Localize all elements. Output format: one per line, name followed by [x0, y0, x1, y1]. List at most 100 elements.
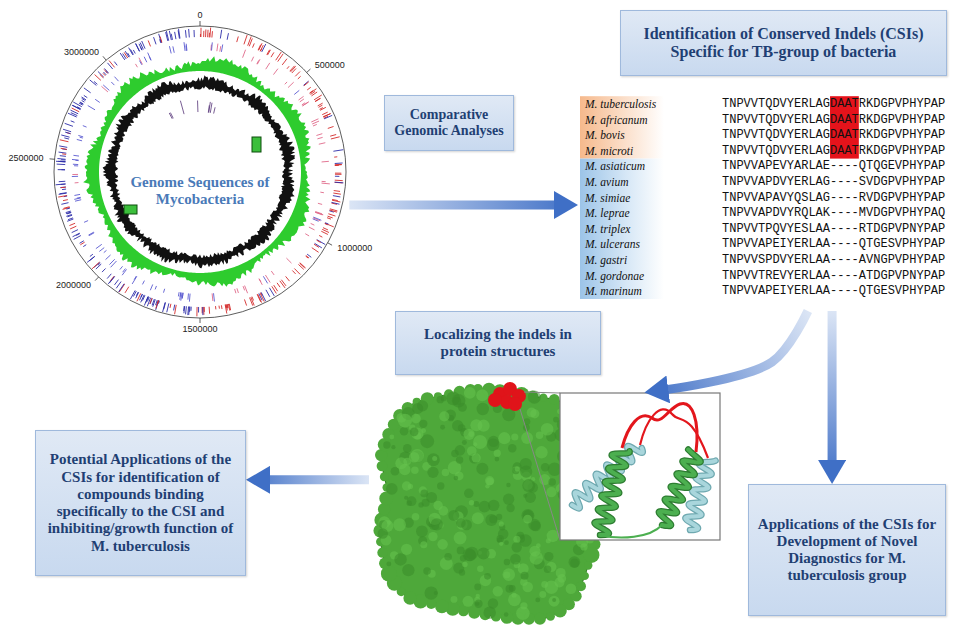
decor-line [304, 82, 309, 86]
sequence-row: TNPVVTQDVYERLAGDAATRKDGPVPHYPAP [722, 113, 945, 127]
decor-line [155, 286, 156, 289]
decor-circle [508, 444, 516, 452]
genome-map [50, 21, 346, 323]
decor-line [228, 304, 229, 311]
decor-path [659, 450, 701, 526]
decor-circle [534, 613, 546, 625]
species-name: M. simiae [585, 192, 630, 204]
decor-line [129, 48, 133, 55]
decor-line [122, 269, 126, 275]
decor-circle [512, 593, 517, 598]
decor-circle [423, 567, 431, 575]
decor-line [225, 305, 227, 314]
species-name: M. triplex [585, 223, 630, 235]
decor-circle [456, 518, 465, 527]
decor-line [160, 36, 162, 42]
species-name: M. microti [585, 145, 633, 157]
decor-line [335, 180, 343, 181]
decor-line [271, 52, 274, 57]
decor-line [277, 283, 280, 287]
decor-circle [437, 539, 448, 550]
decor-line [187, 307, 189, 316]
decor-line [64, 138, 69, 139]
species-name: M. ulcerans [585, 238, 640, 250]
decor-circle [488, 436, 499, 447]
flow-arrow [268, 475, 369, 484]
decor-circle [494, 450, 501, 457]
decor-line [72, 174, 78, 175]
decor-line [267, 50, 270, 55]
decor-line [306, 256, 309, 258]
sequence-row: TNPVVAPEIYERLAA----QTGESVPHYPAP [722, 284, 945, 298]
position-tick: 500000 [315, 60, 345, 70]
flow-arrow [349, 201, 556, 210]
process-box: Potential Applications of the CSIs for i… [35, 430, 246, 576]
box-text: Identification of Conserved Indels (CSIs… [643, 25, 924, 62]
decor-line [215, 306, 216, 309]
decor-line [198, 307, 199, 313]
decor-circle [462, 562, 467, 567]
decor-circle [584, 561, 592, 569]
decor-rect [560, 393, 720, 540]
flow-arrow [666, 311, 808, 390]
sequence-row: TNPVVTQDVYERLAGDAATRKDGPVPHYPAP [722, 128, 945, 142]
decor-circle [581, 572, 589, 580]
decor-line [166, 32, 168, 41]
decor-line [103, 72, 106, 75]
decor-line [142, 281, 144, 285]
decor-line [328, 216, 333, 218]
decor-line [107, 274, 111, 279]
decor-circle [546, 612, 555, 621]
decor-line [334, 190, 340, 192]
decor-line [220, 30, 221, 39]
decor-circle [439, 411, 449, 421]
decor-line [63, 207, 70, 209]
decor-line [171, 34, 172, 40]
decor-line [58, 196, 67, 198]
decor-line [80, 241, 84, 244]
decor-line [182, 293, 184, 298]
decor-line [69, 223, 75, 225]
decor-g [572, 403, 716, 537]
decor-line [119, 284, 125, 292]
decor-line [332, 200, 340, 202]
species-name: M. gastri [585, 254, 627, 266]
species-name: M. leprae [585, 207, 630, 219]
decor-line [140, 61, 142, 65]
decor-line [71, 113, 77, 116]
decor-line [203, 307, 204, 315]
decor-line [99, 248, 104, 252]
decor-line [298, 264, 303, 269]
species-name: M. tuberculosis [585, 98, 656, 110]
structure-inset [560, 393, 720, 540]
decor-line [188, 29, 190, 37]
decor-circle [549, 596, 560, 607]
decor-line [315, 212, 322, 215]
decor-line [154, 37, 156, 44]
decor-line [322, 112, 327, 115]
decor-line [312, 248, 319, 253]
decor-circle [506, 504, 514, 512]
decor-circle [400, 427, 409, 436]
decor-line [180, 101, 184, 114]
decor-circle [402, 564, 414, 576]
decor-line [104, 250, 107, 252]
decor-circle [544, 552, 553, 561]
species-name: M. avium [585, 176, 628, 188]
feature-box [124, 205, 137, 214]
decor-line [333, 196, 340, 197]
decor-line [152, 299, 154, 305]
feature-box [252, 137, 261, 152]
decor-path [659, 450, 701, 526]
decor-line [130, 290, 135, 299]
decor-circle [519, 534, 532, 547]
decor-circle [476, 389, 488, 401]
decor-circle [421, 428, 426, 433]
decor-circle [463, 596, 474, 607]
decor-circle [435, 600, 449, 614]
decor-circle [459, 569, 465, 575]
decor-line [187, 293, 189, 299]
decor-line [74, 194, 80, 195]
decor-line [209, 307, 210, 314]
